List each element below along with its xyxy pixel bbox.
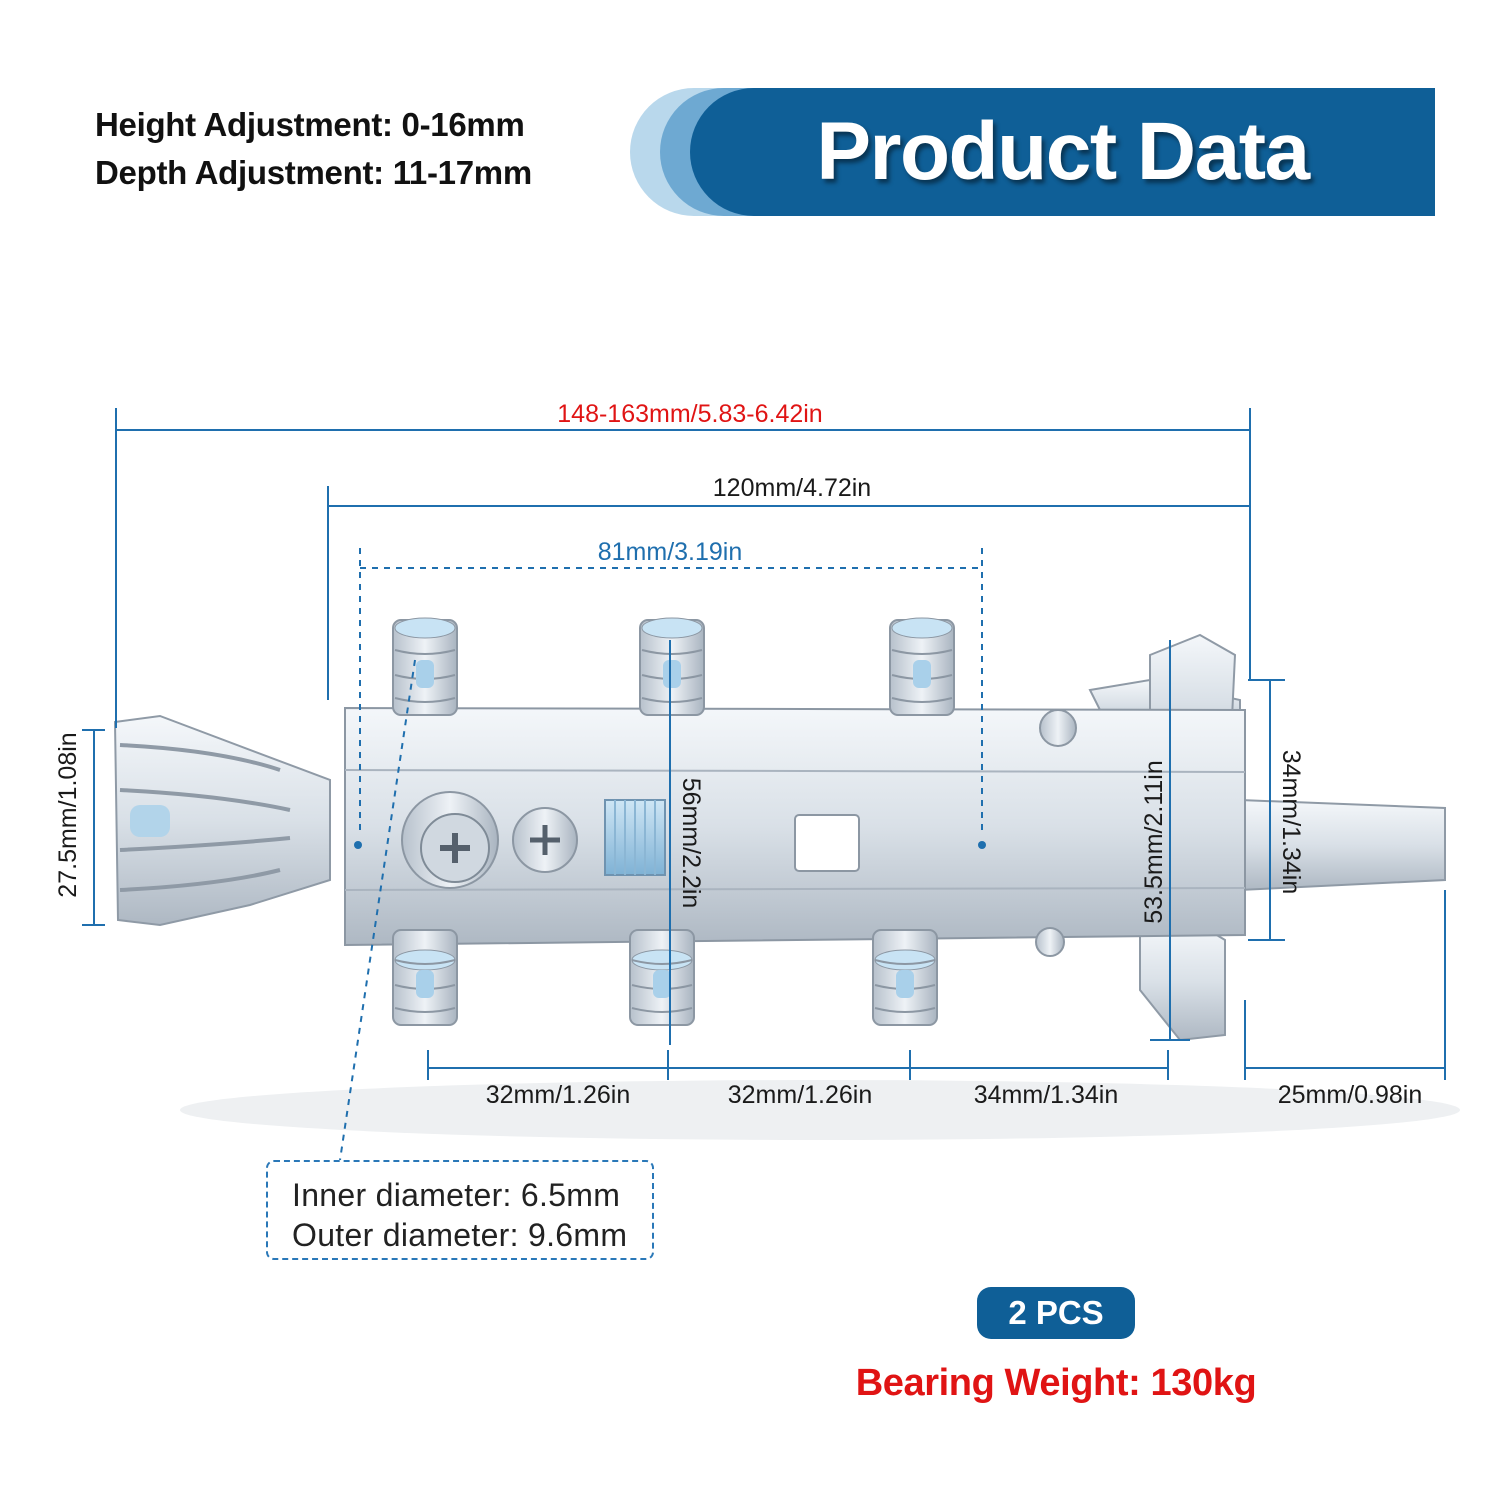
- page-title: Product Data: [816, 106, 1310, 197]
- hole-span-label: 81mm/3.19in: [598, 538, 743, 566]
- gap-3-label: 34mm/1.34in: [974, 1081, 1119, 1109]
- quantity-badge: 2 PCS: [977, 1287, 1135, 1339]
- cam-screw: [401, 791, 666, 889]
- left-clip-height-label: 27.5mm/1.08in: [54, 732, 82, 897]
- dowel-bottom-1: [392, 929, 458, 1026]
- diameter-info-box: Inner diameter: 6.5mm Outer diameter: 9.…: [266, 1160, 654, 1260]
- gap-1-label: 32mm/1.26in: [486, 1081, 631, 1109]
- tail-length-label: 25mm/0.98in: [1278, 1081, 1423, 1109]
- mounting-dowels: [392, 617, 955, 1026]
- dowel-top-1: [392, 617, 458, 716]
- center-height-label: 56mm/2.2in: [677, 778, 705, 909]
- hook-height-label: 34mm/1.34in: [1277, 750, 1305, 895]
- outer-diameter-text: Outer diameter: 9.6mm: [292, 1217, 628, 1253]
- inner-diameter-text: Inner diameter: 6.5mm: [292, 1177, 621, 1213]
- dowel-bottom-3: [872, 929, 938, 1026]
- gap-2-label: 32mm/1.26in: [728, 1081, 873, 1109]
- floor-shadow: [180, 1080, 1460, 1140]
- dowel-bottom-2: [629, 929, 695, 1026]
- bearing-weight-text: Bearing Weight: 130kg: [855, 1362, 1257, 1404]
- left-clip: [113, 714, 331, 927]
- dowel-top-3: [889, 617, 955, 716]
- hole-marker-right: [978, 841, 986, 849]
- title-banner: [690, 88, 1435, 216]
- hinge-body: [344, 706, 1246, 957]
- right-height-label: 53.5mm/2.11in: [1140, 760, 1168, 924]
- hole-marker-left: [354, 841, 362, 849]
- height-adjustment-text: Height Adjustment: 0-16mm: [95, 106, 525, 143]
- body-length-label: 120mm/4.72in: [713, 474, 871, 502]
- dowel-top-2: [639, 617, 705, 716]
- dimension-lines: [82, 408, 1446, 1161]
- overall-length-label: 148-163mm/5.83-6.42in: [557, 400, 822, 428]
- depth-adjustment-text: Depth Adjustment: 11-17mm: [95, 154, 532, 191]
